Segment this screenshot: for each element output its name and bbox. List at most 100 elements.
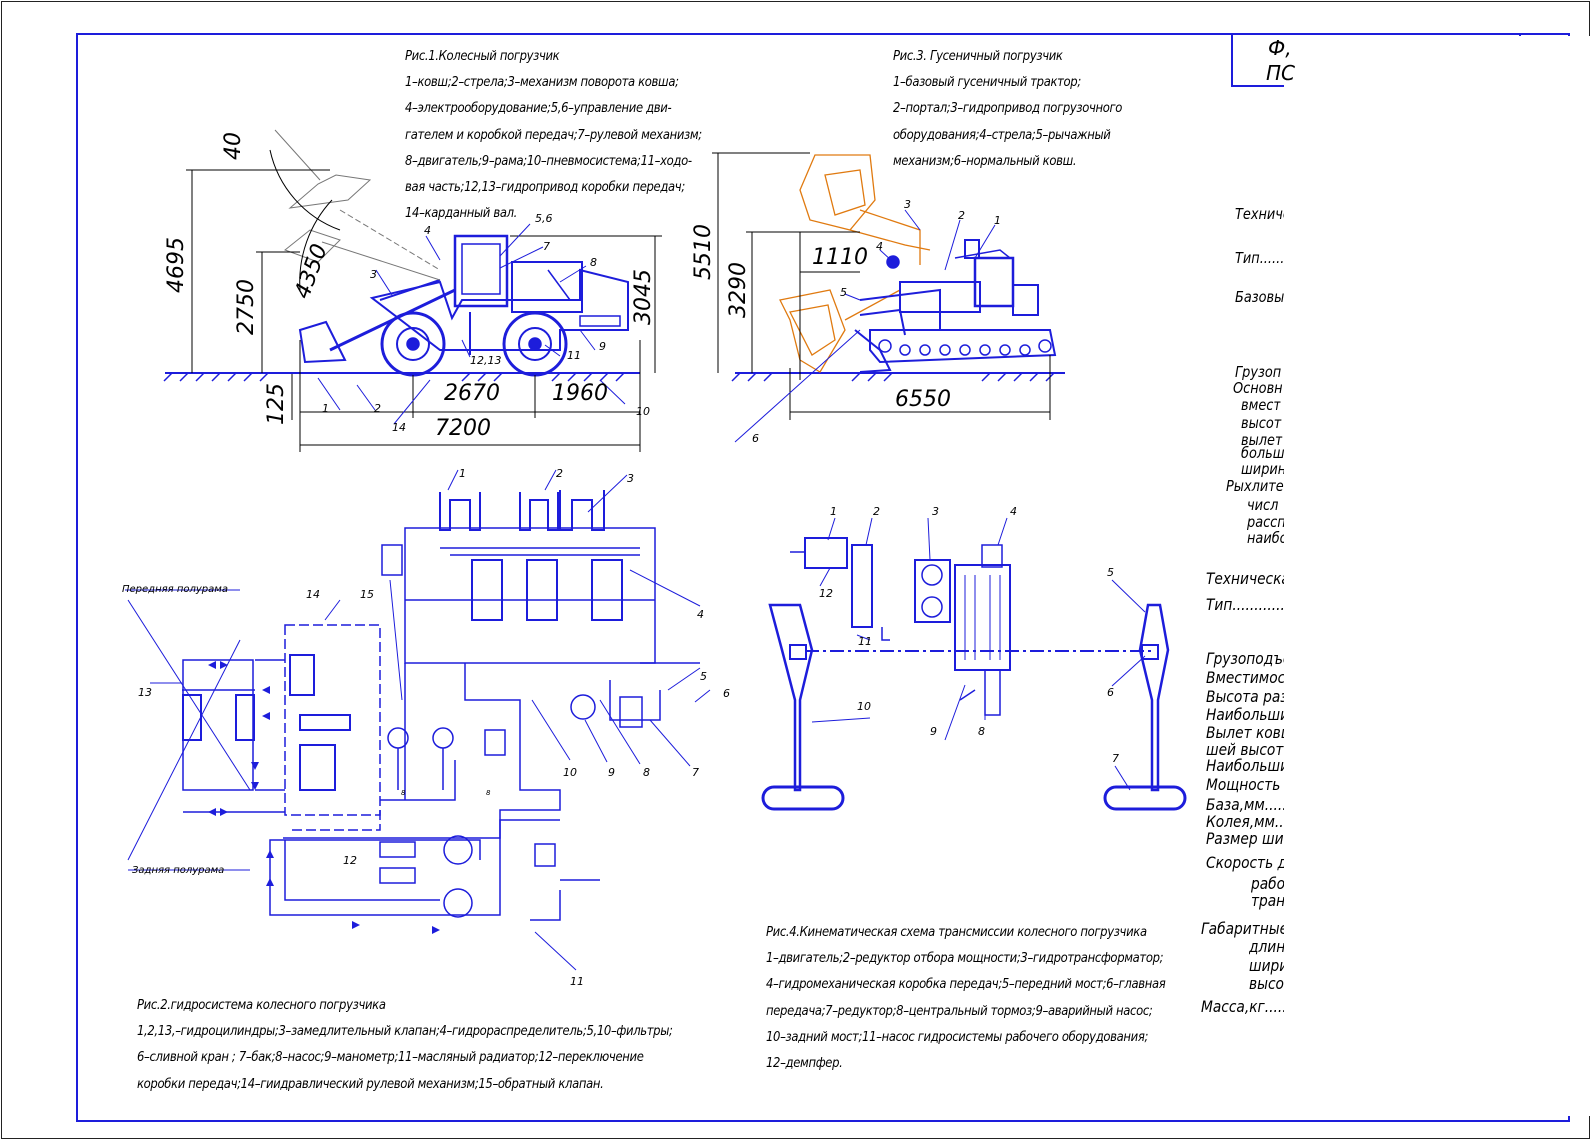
fig3-caption-line: механизм;6–нормальный ковш. xyxy=(893,152,1077,169)
tech-group4-row: шири xyxy=(1249,956,1284,975)
fig1-label-9: 9 xyxy=(599,340,606,353)
fig1-caption-line: 4–электрооборудование;5,6–управление дви… xyxy=(405,100,672,117)
fig4-callouts: 1 2 3 4 5 6 7 8 9 10 11 12 xyxy=(819,505,1119,765)
fig2-caption-line: коробки передач;14–гиидравлический рулев… xyxy=(137,1075,604,1092)
fig3-label-4: 4 xyxy=(876,240,883,253)
fig1-label-4: 4 xyxy=(424,224,431,237)
fig2-label-1: 1 xyxy=(459,467,466,480)
fig4-caption-line: 1–двигатель;2–редуктор отбора мощности;3… xyxy=(766,950,1164,967)
fig2-label-4: 4 xyxy=(697,608,704,621)
fig2-caption-line: 1,2,13,–гидроцилиндры;3–замедлительный к… xyxy=(137,1023,673,1040)
fig2-label-8: 8 xyxy=(643,766,650,779)
fig1-wheel-loader xyxy=(163,129,662,452)
fig2-label-2: 2 xyxy=(556,467,563,480)
fig1-label-12-13: 12,13 xyxy=(470,354,502,367)
fig1-label-3: 3 xyxy=(370,268,377,281)
fig4-label-2: 2 xyxy=(873,505,880,518)
tech-group2-row: больш xyxy=(1241,444,1284,462)
fig1-callouts: 1 2 3 4 5,6 7 8 9 10 11 12,13 14 xyxy=(322,212,650,434)
fig3-caption: Рис.3. Гусеничный погрузчик 1–базовый гу… xyxy=(893,43,1122,174)
tech-group4-row: Вместимосп xyxy=(1206,668,1284,687)
fig2-label-14: 14 xyxy=(306,588,320,601)
fig2-front-frame-label: Передняя полурама xyxy=(122,584,228,595)
tech-group4-row: База,мм........... xyxy=(1206,795,1284,814)
tech-group4-row: Грузоподъе xyxy=(1206,649,1284,668)
tech-group2-row: вылет xyxy=(1241,431,1283,449)
fig3-dim-length: 6550 xyxy=(895,387,951,412)
fig3-dim-reach: 1110 xyxy=(812,245,868,270)
fig1-label-5-6: 5,6 xyxy=(535,212,553,225)
tech-group4-row: Габаритные xyxy=(1201,919,1284,938)
tech-group2-row: наибо xyxy=(1247,529,1284,547)
fig3-dim-height-unload: 3290 xyxy=(726,262,751,318)
tech-group2-row: высот xyxy=(1241,414,1282,432)
fig1-dim-wheelbase: 2670 xyxy=(444,381,500,406)
tech-group3-title: Техническая xyxy=(1206,569,1284,588)
fig1-caption: Рис.1.Колесный погрузчик 1–ковш;2–стрела… xyxy=(405,43,702,226)
fig2-label-6: 6 xyxy=(723,687,730,700)
fig4-label-11: 11 xyxy=(858,635,872,648)
fig1-caption-line: гателем и коробкой передач;7–рулевой мех… xyxy=(405,126,702,143)
fig1-dim-rear-overhang: 1960 xyxy=(552,381,608,406)
fig2-label-13: 13 xyxy=(138,686,152,699)
fig1-dim-reach: 4350 xyxy=(290,241,333,302)
fig1-caption-line: Рис.1.Колесный погрузчик xyxy=(405,48,560,64)
fig2-label-9: 9 xyxy=(608,766,615,779)
fig1-dim-height-total: 4695 xyxy=(164,237,189,293)
fig3-callouts: 1 2 3 4 5 6 xyxy=(752,198,1001,445)
fig4-label-6: 6 xyxy=(1107,686,1114,699)
fig4-caption-line: 10–задний мост;11–насос гидросистемы раб… xyxy=(766,1028,1149,1045)
tech-group4-row: рабо xyxy=(1251,874,1284,893)
tech-group2-row: Основн xyxy=(1233,379,1283,397)
fig1-dim-angle: 40 xyxy=(221,132,246,160)
tech-group4-row: Мощность д xyxy=(1206,775,1284,794)
fig2-label-7: 7 xyxy=(692,766,699,779)
fig1-dim-dig-depth: 125 xyxy=(264,383,289,425)
fig4-label-5: 5 xyxy=(1107,566,1114,579)
fig2-label-8-small-a: 8 xyxy=(401,789,406,797)
tech-group4-row: Наибольший xyxy=(1206,756,1284,775)
fig3-label-3: 3 xyxy=(904,198,911,211)
tech-group4-row: шей высоте xyxy=(1206,740,1284,759)
fig2-label-10: 10 xyxy=(563,766,577,779)
fig1-caption-line: 8–двигатель;9–рама;10–пневмосистема;11–х… xyxy=(405,152,692,169)
tech-group4-row: длин xyxy=(1249,937,1284,956)
tech-group2-row: числ xyxy=(1247,496,1279,514)
tech-group1-row: Тип.......... xyxy=(1235,249,1284,267)
fig2-hydraulic-scheme xyxy=(125,469,711,971)
tech-group4-row: тран xyxy=(1251,891,1284,910)
tech-group4-row: Скорость дв xyxy=(1206,853,1284,872)
fig1-dim-cab-height: 3045 xyxy=(631,269,656,325)
fig1-label-10: 10 xyxy=(636,405,650,418)
fig1-caption-line: 14–карданный вал. xyxy=(405,205,518,222)
fig3-label-1: 1 xyxy=(994,214,1001,227)
tech-group3-row: Тип................... xyxy=(1206,595,1284,614)
fig2-caption: Рис.2.гидросистема колесного погрузчика … xyxy=(137,992,673,1097)
fig4-caption: Рис.4.Кинематическая схема трансмиссии к… xyxy=(766,919,1166,1076)
fig3-caption-line: 1–базовый гусеничный трактор; xyxy=(893,74,1081,91)
tech-spec-column: Техничес Тип.......... Базовы Грузоп Осн… xyxy=(1196,200,1284,1040)
fig2-label-5: 5 xyxy=(700,670,707,683)
fig1-caption-line: вая часть;12,13–гидропривод коробки пере… xyxy=(405,178,685,195)
tech-group1-row: Базовы xyxy=(1235,288,1284,306)
fig4-caption-line: 12–демпфер. xyxy=(766,1054,843,1071)
fig4-label-9: 9 xyxy=(930,725,937,738)
tech-group4-row: Размер шин. xyxy=(1206,829,1284,848)
tech-group4-row: Наибольший xyxy=(1206,705,1284,724)
fig2-rear-frame-label: Задняя полурама xyxy=(132,865,224,876)
fig1-label-7: 7 xyxy=(543,240,550,253)
fig4-label-10: 10 xyxy=(857,700,871,713)
title-block xyxy=(1231,33,1591,1116)
fig1-label-14: 14 xyxy=(392,421,406,434)
fig1-label-1: 1 xyxy=(322,402,329,415)
fig3-crawler-loader xyxy=(712,152,1065,443)
fig1-dim-length: 7200 xyxy=(435,416,491,441)
fig4-label-8: 8 xyxy=(978,725,985,738)
fig3-caption-line: 2–портал;3–гидропривод погрузочного xyxy=(893,100,1123,117)
tech-group4-row: высо xyxy=(1249,974,1284,993)
title-block-text: Ф, ПС xyxy=(1266,36,1295,85)
fig4-label-4: 4 xyxy=(1010,505,1017,518)
fig1-label-8: 8 xyxy=(590,256,597,269)
fig4-label-1: 1 xyxy=(830,505,837,518)
tech-group2-row: Рыхлите xyxy=(1226,477,1284,495)
